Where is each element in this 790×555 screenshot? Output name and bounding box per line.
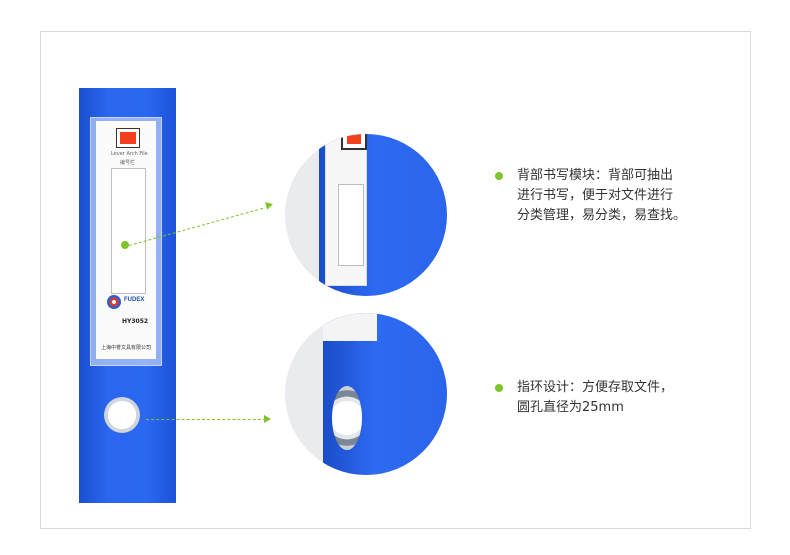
content-frame <box>40 31 751 529</box>
zoom-label-module <box>285 134 447 296</box>
callout-2-line-2: 圆孔直径为25mm <box>517 400 624 415</box>
bullet-dot-1 <box>495 172 503 180</box>
callout-1-line-1: 背部书写模块：背部可抽出 <box>517 168 674 183</box>
arrow-right-icon <box>264 415 271 423</box>
model-number: HY3052 <box>122 318 149 325</box>
writing-area <box>111 168 146 294</box>
label-subtitle: Lever Arch File <box>111 151 148 157</box>
callout-text-2: 指环设计：方便存取文件， 圆孔直径为25mm <box>517 378 673 418</box>
bullet-dot-2 <box>495 384 503 392</box>
brand-logo-icon <box>107 295 121 309</box>
callout-1-line-3: 分类管理，易分类，易查找。 <box>517 208 687 223</box>
company-name: 上海中誉文具有限公司 <box>101 345 152 351</box>
callout-1-line-2: 进行书写，便于对文件进行 <box>517 188 674 203</box>
zoom-ring-detail <box>285 313 447 475</box>
red-square-logo <box>116 128 140 148</box>
callout-dot-1 <box>121 241 129 249</box>
callout-2-line-1: 指环设计：方便存取文件， <box>517 380 674 395</box>
finger-ring-hole <box>104 397 140 433</box>
callout-line-2 <box>146 419 266 420</box>
brand-name: FUDEX <box>124 297 145 303</box>
label-tag: 编号栏 <box>120 160 136 166</box>
callout-text-1: 背部书写模块：背部可抽出 进行书写，便于对文件进行 分类管理，易分类，易查找。 <box>517 166 686 226</box>
